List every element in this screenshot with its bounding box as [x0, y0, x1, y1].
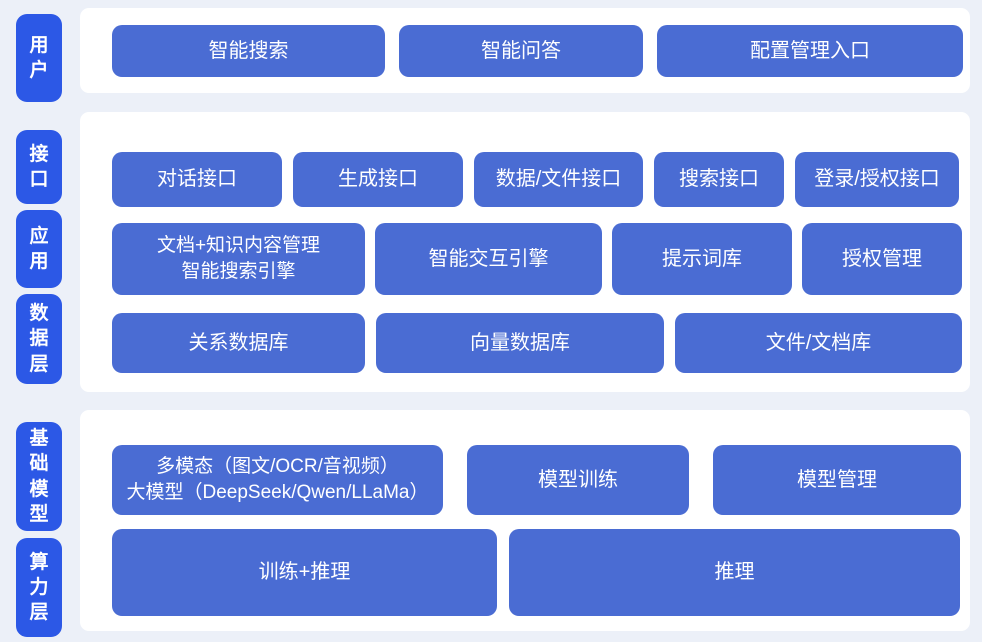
- user-row: 智能搜索 智能问答 配置管理入口: [112, 25, 963, 77]
- box-data-file-api: 数据/文件接口: [474, 152, 643, 207]
- box-inference: 推理: [509, 529, 960, 616]
- layer-pill-interface-label: 接口: [29, 143, 49, 190]
- layer-pill-data-layer-label: 数据层: [29, 303, 49, 375]
- box-smart-interaction-engine: 智能交互引擎: [375, 223, 602, 295]
- box-multimodal-llm: 多模态（图文/OCR/音视频） 大模型（DeepSeek/Qwen/LLaMa）: [112, 445, 443, 515]
- box-smart-qa: 智能问答: [399, 25, 643, 77]
- layer-pill-compute-layer: 算力层: [16, 538, 62, 637]
- interface-row: 对话接口 生成接口 数据/文件接口 搜索接口 登录/授权接口: [112, 152, 959, 207]
- box-model-management: 模型管理: [713, 445, 961, 515]
- box-auth-management: 授权管理: [802, 223, 962, 295]
- box-generation-api: 生成接口: [293, 152, 463, 207]
- layer-pill-compute-layer-label: 算力层: [29, 551, 49, 624]
- box-training-plus-inference: 训练+推理: [112, 529, 497, 616]
- layer-pill-application-label: 应用: [29, 225, 49, 272]
- bottom-section-panel: 多模态（图文/OCR/音视频） 大模型（DeepSeek/Qwen/LLaMa）…: [80, 410, 970, 631]
- box-dialog-api: 对话接口: [112, 152, 282, 207]
- box-login-auth-api: 登录/授权接口: [795, 152, 959, 207]
- middle-section-panel: 对话接口 生成接口 数据/文件接口 搜索接口 登录/授权接口 文档+知识内容管理…: [80, 112, 970, 392]
- box-file-doc-store: 文件/文档库: [675, 313, 962, 373]
- box-relational-db: 关系数据库: [112, 313, 365, 373]
- application-row: 文档+知识内容管理 智能搜索引擎 智能交互引擎 提示词库 授权管理: [112, 223, 962, 295]
- layer-pill-interface: 接口: [16, 130, 62, 204]
- box-smart-search: 智能搜索: [112, 25, 385, 77]
- data-layer-row: 关系数据库 向量数据库 文件/文档库: [112, 313, 962, 373]
- layer-pill-foundation-model-label: 基础模型: [29, 428, 49, 525]
- layer-pill-user: 用户: [16, 14, 62, 102]
- layer-pill-data-layer: 数据层: [16, 294, 62, 384]
- compute-layer-row: 训练+推理 推理: [112, 529, 960, 616]
- box-vector-db: 向量数据库: [376, 313, 664, 373]
- layer-pill-user-label: 用户: [29, 34, 49, 81]
- box-doc-knowledge-search-engine: 文档+知识内容管理 智能搜索引擎: [112, 223, 365, 295]
- layer-pill-foundation-model: 基础模型: [16, 422, 62, 531]
- layer-pill-application: 应用: [16, 210, 62, 288]
- box-search-api: 搜索接口: [654, 152, 784, 207]
- box-model-training: 模型训练: [467, 445, 689, 515]
- foundation-model-row: 多模态（图文/OCR/音视频） 大模型（DeepSeek/Qwen/LLaMa）…: [112, 445, 961, 515]
- box-config-management-entry: 配置管理入口: [657, 25, 963, 77]
- box-prompt-library: 提示词库: [612, 223, 792, 295]
- user-section-panel: 智能搜索 智能问答 配置管理入口: [80, 8, 970, 93]
